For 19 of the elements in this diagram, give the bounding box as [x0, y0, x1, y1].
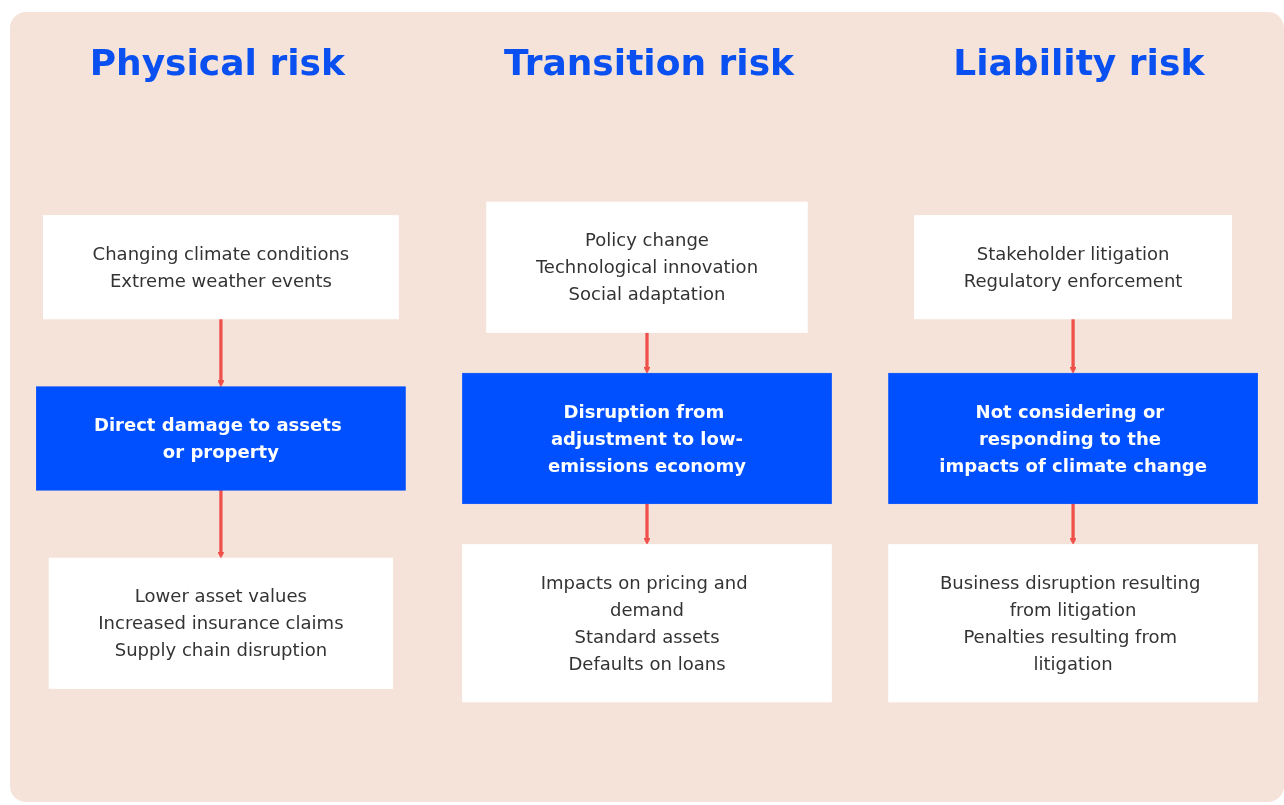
- node-box: [914, 215, 1232, 320]
- column-heading: Liability risk: [953, 41, 1205, 83]
- arrow: [217, 318, 225, 388]
- node-box: [43, 215, 399, 320]
- arrow: [643, 332, 651, 374]
- background-panel: Physical risk Transition risk Liability risk Changing climate conditions Extreme weather events Direct damage to assets or property Lower asset values Increased insurance claims Supply chain disruption Policy change Technological innovation Social adaptation Disruption from adjustment to low-emissions economy Impacts on pricing and demand Standard assets Defaults on loans Stakeholder litigation Regulatory enforcement Not considering or responding to the impacts of climate change Business disruption resulting from litigation Penalties resulting from litigation: [10, 12, 1284, 802]
- column-heading: Transition risk: [504, 41, 795, 83]
- node-box: [36, 386, 406, 491]
- node-box: [462, 372, 832, 505]
- arrow: [1069, 318, 1077, 374]
- arrow: [217, 490, 225, 559]
- node-box: [486, 201, 808, 333]
- arrow: [1069, 503, 1077, 545]
- column-heading: Physical risk: [89, 41, 345, 83]
- node-box: [48, 557, 394, 689]
- node-box: [888, 372, 1258, 505]
- node-box: [462, 544, 832, 703]
- node-box: [888, 544, 1258, 703]
- arrow: [643, 503, 651, 545]
